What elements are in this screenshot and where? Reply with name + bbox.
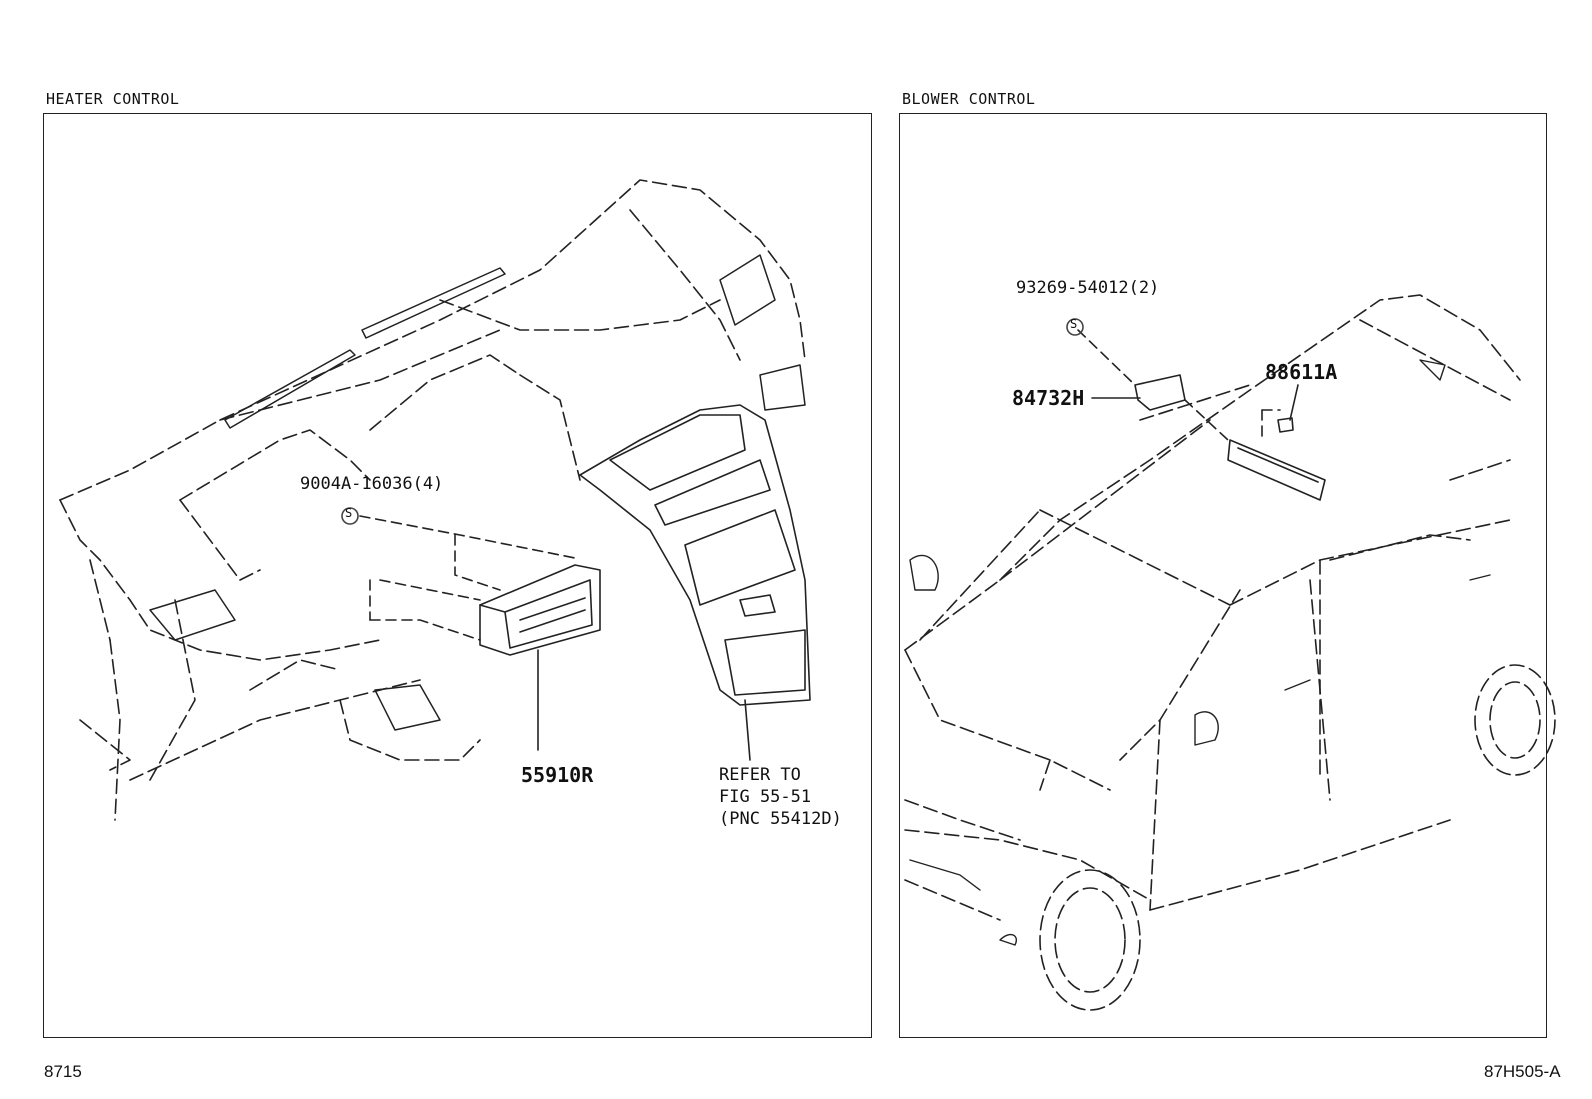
blower-screw-marker	[1066, 318, 1084, 336]
heater-screw-leaders	[359, 515, 576, 641]
blower-switch-part-number: 84732H	[1012, 386, 1085, 410]
heater-unit-part-number: 55910R	[521, 763, 594, 787]
vehicle-details	[909, 359, 1491, 946]
heater-screw-symbol: S	[345, 506, 353, 520]
dashboard-outline	[59, 179, 806, 821]
clip-part-number: 88611A	[1265, 360, 1338, 384]
refer-to-line-2: FIG 55-51	[719, 787, 812, 807]
refer-to-line-1: REFER TO	[719, 765, 801, 785]
part-leader-lines	[1091, 384, 1299, 421]
blower-screw-leaders	[1077, 329, 1281, 441]
refer-to-line-3: (PNC 55412D)	[719, 809, 842, 829]
dashboard-vents	[149, 254, 806, 731]
blower-screw-symbol: S	[1070, 317, 1078, 331]
blower-control-title: BLOWER CONTROL	[902, 90, 1036, 108]
vehicle-outline	[904, 294, 1521, 921]
heater-screw-part-number: 9004A-16036(4)	[300, 474, 444, 494]
heater-control-panel	[43, 113, 872, 1038]
center-cluster-panel	[579, 404, 811, 761]
footer-figure-number: 8715	[44, 1062, 82, 1081]
blower-control-panel	[899, 113, 1547, 1038]
footer-illustration-code: 87H505-A	[1484, 1062, 1561, 1081]
heater-control-unit-drawing	[479, 564, 601, 751]
heater-control-title: HEATER CONTROL	[46, 90, 180, 108]
heater-screw-marker	[341, 507, 359, 525]
vehicle-wheels	[1039, 664, 1556, 1011]
blower-screw-part-number: 93269-54012(2)	[1016, 278, 1160, 298]
